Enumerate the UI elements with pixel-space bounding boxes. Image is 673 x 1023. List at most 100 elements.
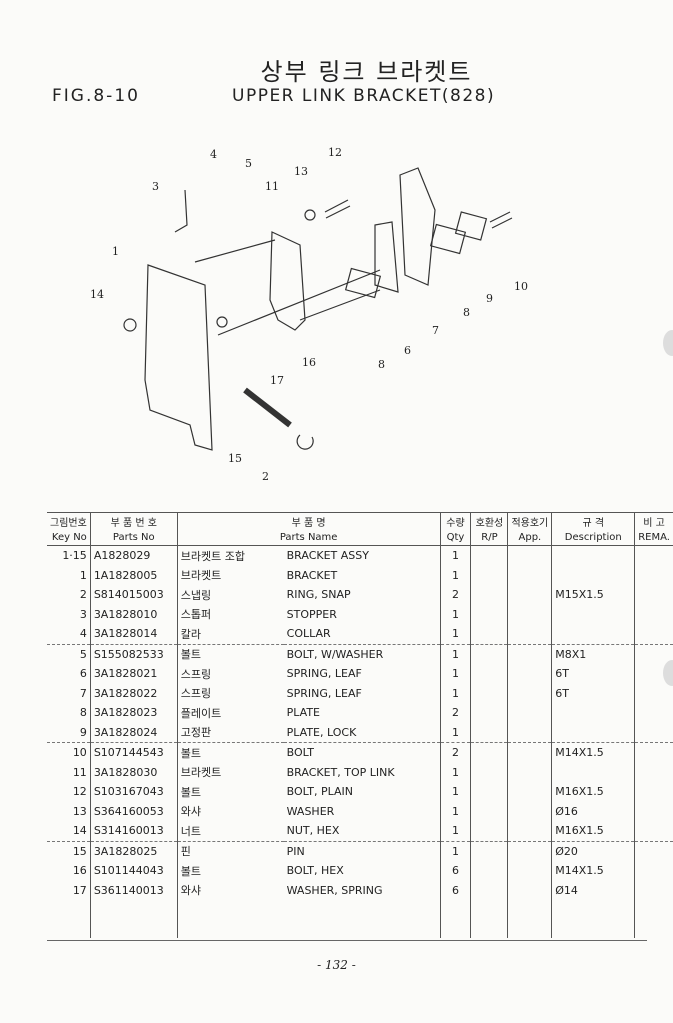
remarks-cell [635, 861, 673, 881]
desc-cell [551, 545, 636, 566]
name-cell: WASHER, SPRING [283, 880, 441, 900]
name-cell: NUT, HEX [283, 821, 441, 842]
key-cell: 14 [47, 821, 91, 842]
key-cell: 10 [47, 742, 91, 763]
binder-hole [663, 660, 673, 686]
name-kr-cell: 플레이트 [180, 706, 222, 720]
remarks-cell [635, 763, 673, 783]
name-kr-cell: 스프링 [180, 687, 212, 701]
figure-label: FIG.8-10 [52, 86, 140, 106]
name-cell: RING, SNAP [283, 585, 441, 605]
rp-cell [470, 762, 509, 782]
name-cell: BOLT, HEX [283, 861, 441, 881]
app-cell [507, 742, 553, 763]
name-kr-cell: 브라켓트 조합 [180, 549, 245, 563]
name-cell: PIN [283, 841, 441, 861]
part-no-cell: S107144543 [90, 742, 178, 763]
header-rp: R/P [470, 529, 509, 546]
app-cell [507, 801, 553, 821]
part-no-cell: 3A1828021 [90, 664, 178, 684]
rp-cell [470, 644, 509, 664]
name-cell: COLLAR [283, 624, 441, 645]
remarks-cell [635, 605, 673, 625]
callout-labels: 1 2 3 4 5 6 7 8 8 9 10 11 12 13 14 15 16… [90, 146, 528, 483]
callout-12: 12 [328, 146, 342, 159]
header-name: Parts Name [177, 529, 441, 546]
name-cell: SPRING, LEAF [283, 683, 441, 703]
callout-16: 16 [302, 356, 316, 369]
callout-15: 15 [228, 452, 242, 465]
header-qty-kr: 수량 [440, 512, 472, 529]
app-cell [507, 821, 553, 842]
stopper [174, 189, 188, 233]
app-cell [507, 861, 553, 881]
app-cell [507, 644, 553, 664]
app-cell [507, 624, 553, 645]
remarks-cell [634, 821, 673, 842]
binder-hole [663, 330, 673, 356]
part-no-cell: 3A1828010 [90, 604, 178, 624]
key-cell: 6 [47, 664, 91, 684]
qty-cell: 2 [440, 742, 472, 763]
plate-8a [344, 267, 382, 299]
part-no-cell: S103167043 [90, 782, 178, 802]
name-kr-cell: 브라켓트 [180, 766, 222, 780]
rp-cell [470, 861, 509, 881]
callout-3: 3 [152, 180, 159, 193]
app-cell [507, 841, 553, 861]
part-no-cell: S155082533 [90, 644, 178, 664]
desc-cell [551, 604, 636, 624]
remarks-cell [635, 782, 673, 802]
qty-cell: 1 [440, 565, 472, 585]
name-kr-cell: 볼트 [180, 785, 202, 799]
callout-11: 11 [265, 180, 279, 193]
desc-cell: Ø14 [551, 880, 636, 900]
desc-cell: 6T [551, 683, 636, 703]
part-no-cell: 1A1828005 [90, 565, 178, 585]
part-no-cell: S361140013 [90, 880, 178, 900]
plate-8b [429, 223, 467, 255]
desc-cell: M14X1.5 [551, 742, 636, 763]
part-no-cell: 3A1828014 [90, 624, 178, 645]
desc-cell [551, 624, 636, 645]
remarks-cell [635, 546, 673, 566]
washer-17 [216, 316, 228, 328]
leaf-spring-6 [374, 221, 399, 293]
name-kr-cell: 스냅링 [180, 588, 212, 602]
header-app-kr: 적용호기 [507, 512, 553, 529]
qty-cell: 1 [440, 604, 472, 624]
desc-cell: M16X1.5 [551, 782, 636, 802]
header-key: Key No [47, 529, 91, 546]
name-cell: PLATE, LOCK [283, 722, 441, 743]
name-cell: WASHER [283, 801, 441, 821]
rp-cell [470, 742, 509, 763]
key-cell: 15 [47, 841, 91, 861]
part-no-cell: A1828029 [90, 545, 178, 566]
app-cell [507, 604, 553, 624]
remarks-cell [635, 841, 673, 861]
callout-10: 10 [514, 280, 528, 293]
callout-2: 2 [262, 470, 269, 483]
callout-4: 4 [210, 148, 217, 161]
key-cell: 3 [47, 604, 91, 624]
key-cell: 1·15 [47, 545, 91, 566]
name-kr-cell: 고정판 [177, 722, 284, 743]
desc-cell [551, 722, 636, 743]
qty-cell: 1 [440, 644, 472, 664]
rp-cell [470, 841, 509, 861]
header-parts-no: Parts No [90, 529, 178, 546]
callout-1: 1 [112, 245, 119, 258]
name-cell: BRACKET ASSY [283, 545, 441, 566]
nut-14 [123, 318, 137, 332]
key-cell: 12 [47, 782, 91, 802]
title-english: UPPER LINK BRACKET(828) [232, 86, 496, 106]
header-key-kr: 그림번호 [47, 512, 91, 529]
rp-cell [470, 585, 509, 605]
